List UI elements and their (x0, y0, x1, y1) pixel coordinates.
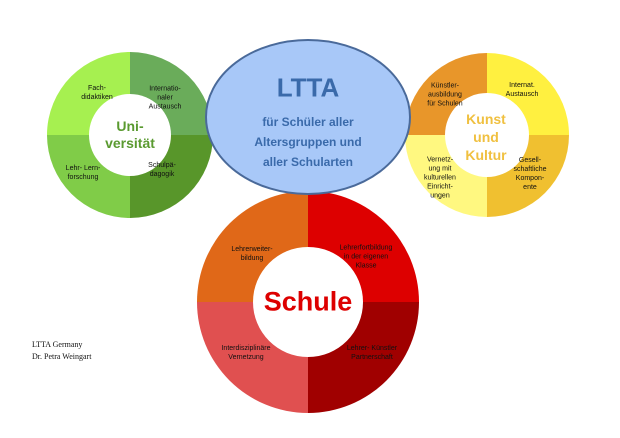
schule-center-circle (253, 247, 363, 357)
universitaet-title: Uni- versität (105, 118, 155, 151)
segment-lehrerfortbildung: Lehrerfortbildung in der eigenen Klasse (339, 244, 393, 270)
segment-lehrerweiterbildung: Lehrerweiter- bildung (231, 246, 273, 262)
kunst-center-circle (445, 93, 529, 177)
segment-vernetzung-kultur: Vernetz- ung mit kulturellen Einricht- u… (424, 156, 456, 200)
footer-organization: LTTA Germany (32, 340, 83, 349)
segment-lehrer-kuenstler-partnerschaft: Lehrer- Künstler Partnerschaft (346, 345, 398, 361)
segment-internationaler-austausch: Internatio- naler Austausch (148, 85, 182, 111)
segment-kuenstlerausbildung: Künstler- ausbildung für Schulen (427, 82, 463, 108)
schule-title: Schule (263, 286, 353, 317)
segment-fachdidaktiken: Fach- didaktiken (81, 85, 113, 101)
ltta-title: LTTA (276, 72, 340, 103)
segment-internat-austausch: Internat. Austausch (505, 82, 539, 98)
ltta-subtitle: für Schüler aller Altersgruppen und alle… (254, 115, 362, 169)
segment-schulpaedagogik: Schulpä- dagogik (148, 162, 176, 178)
segment-gesellschaftliche-komponente: Gesell- schaftliche Kompon- ente (513, 157, 547, 191)
segment-interdisziplinaere-vernetzung: Interdisziplinäre Vernetzung (221, 345, 271, 361)
universitaet-center-circle (89, 94, 171, 176)
ltta-ellipse (205, 39, 411, 195)
footer-author: Dr. Petra Weingart (32, 352, 92, 361)
segment-lehr-lernforschung: Lehr- Lern- forschung (65, 165, 101, 181)
kunst-title: Kunst und Kultur (465, 111, 507, 163)
